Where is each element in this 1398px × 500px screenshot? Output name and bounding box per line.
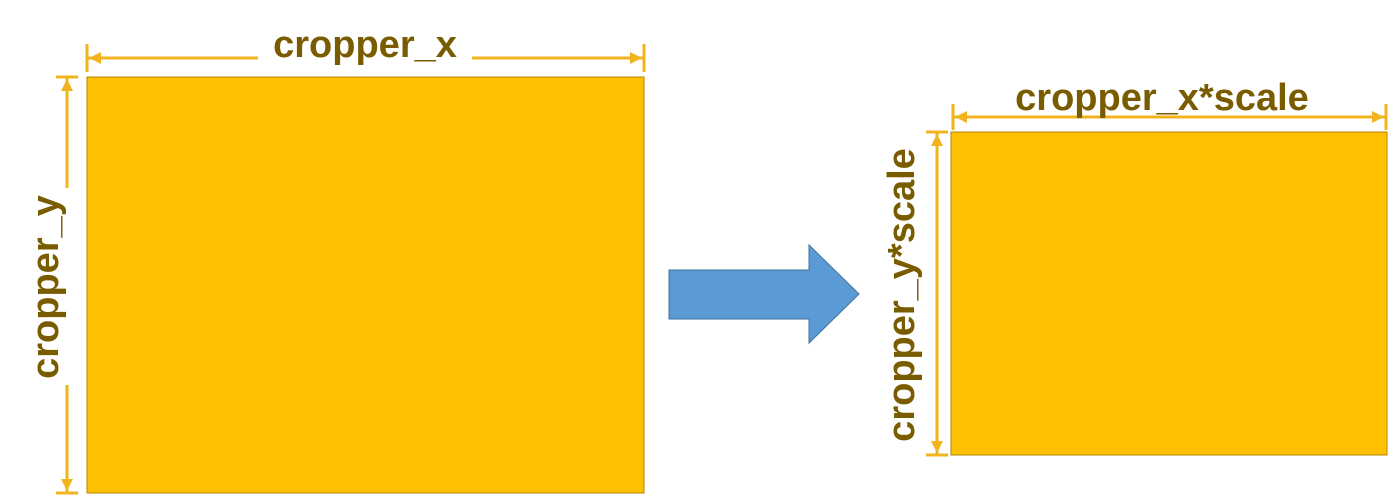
scaled-height-dimension [926,130,948,457]
original-rectangle [86,76,645,494]
original-width-dimension [85,44,646,72]
scaled-crop: cropper_x*scale cropper_y*scale [881,77,1388,457]
original-crop: cropper_x cropper_y [25,24,646,495]
original-height-label: cropper_y [25,195,67,379]
scaled-rectangle [950,131,1388,456]
right-arrow-icon [668,243,860,345]
original-height-dimension [56,75,78,495]
scaled-width-dimension [951,104,1388,130]
scaled-width-label: cropper_x*scale [1015,77,1309,119]
scaled-height-label: cropper_y*scale [881,148,923,442]
original-width-label: cropper_x [273,24,457,66]
